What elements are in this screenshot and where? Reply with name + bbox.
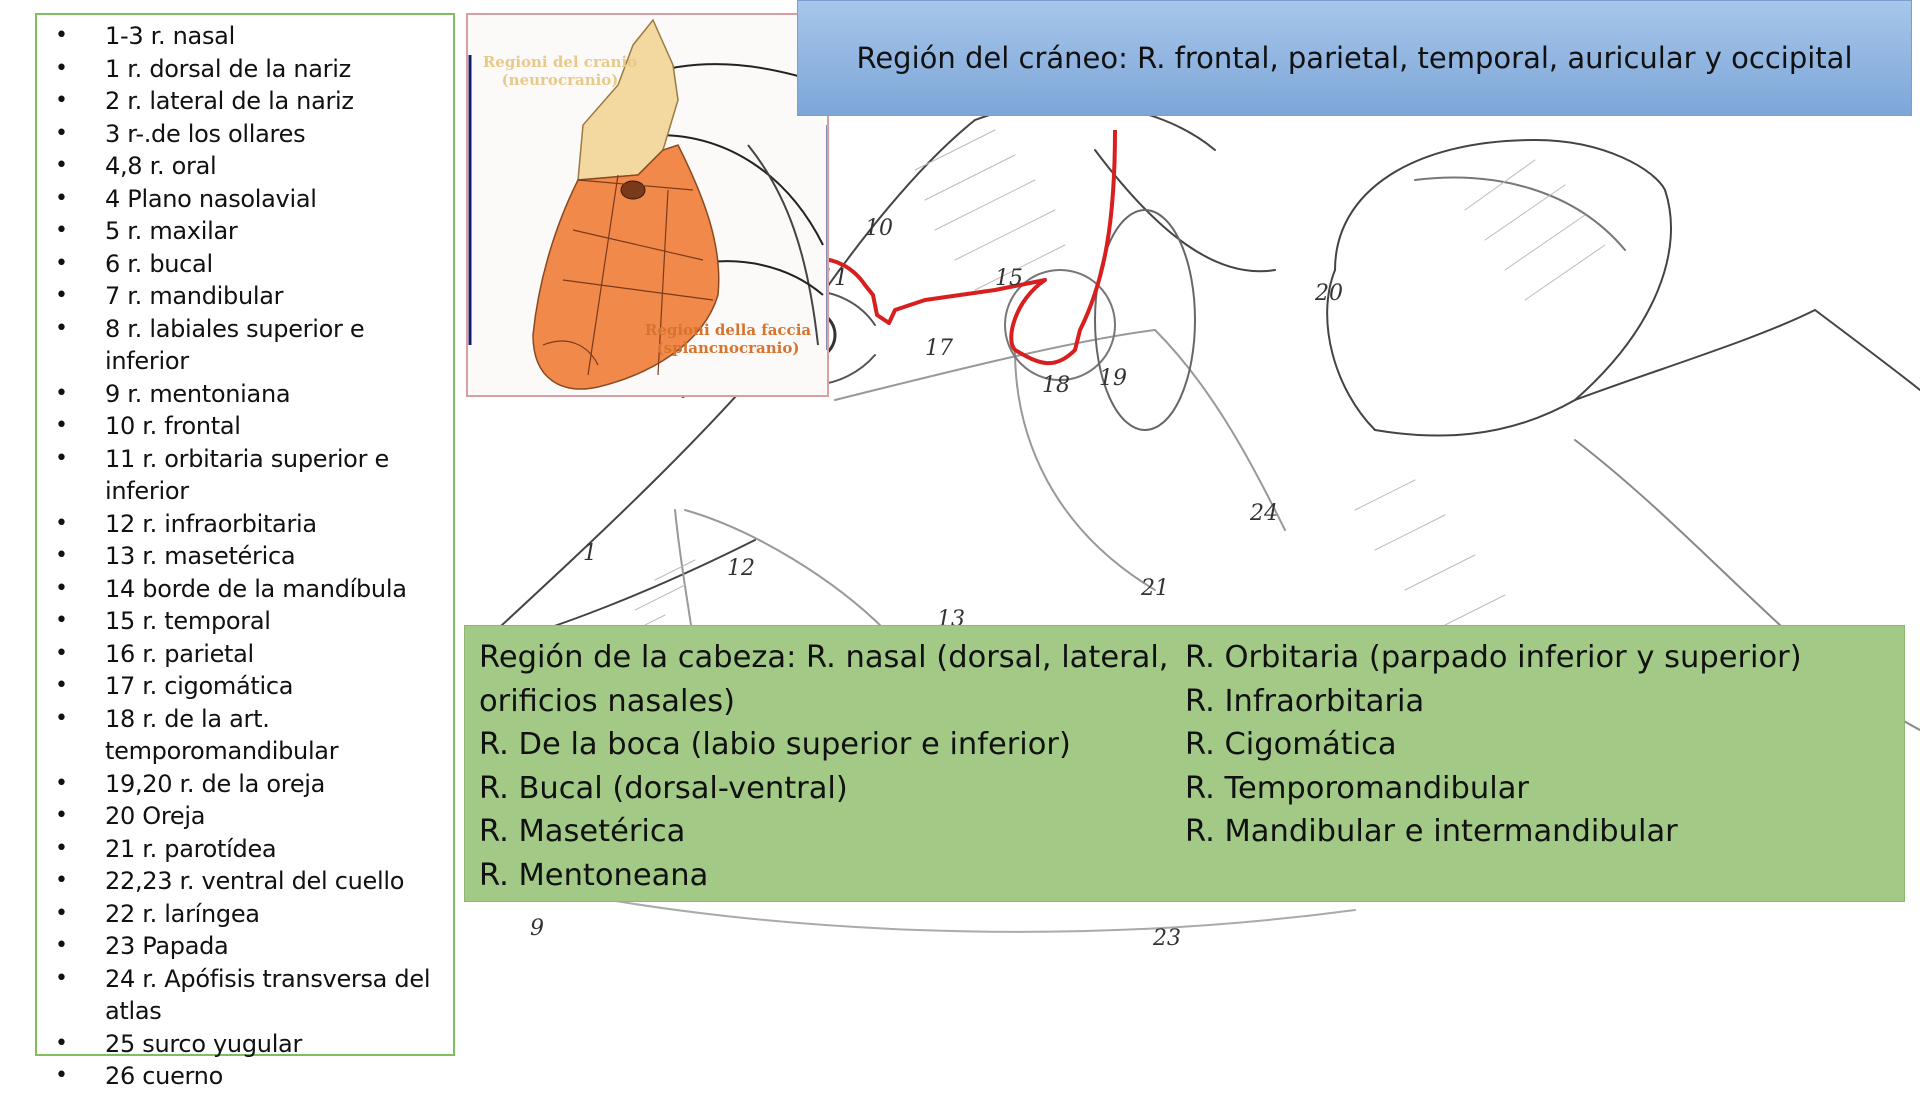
legend-item: 14 borde de la mandíbula — [47, 573, 443, 606]
summary-line: R. Mandibular e intermandibular — [1185, 814, 1678, 849]
legend-item: 4,8 r. oral — [47, 150, 443, 183]
page-title: Región del cráneo: R. frontal, parietal,… — [856, 41, 1853, 75]
legend-item: 18 r. de la art. — [47, 703, 443, 736]
legend-item: 19,20 r. de la oreja — [47, 768, 443, 801]
legend-item: 17 r. cigomática — [47, 670, 443, 703]
legend-item: 24 r. Apófisis transversa del — [47, 963, 443, 996]
inset-label-face: Regioni della faccia (splancnocranio) — [644, 321, 812, 357]
legend-item: 2 r. lateral de la nariz — [47, 85, 443, 118]
legend-item: 22 r. laríngea — [47, 898, 443, 931]
legend-item: 20 Oreja — [47, 800, 443, 833]
region-number: 10 — [865, 216, 893, 241]
summary-column-left: Región de la cabeza: R. nasal (dorsal, l… — [479, 636, 1185, 893]
summary-line: R. Bucal (dorsal-ventral) — [479, 770, 848, 806]
summary-line: Región de la cabeza: R. nasal (dorsal, l… — [479, 640, 1169, 675]
summary-line: R. Masetérica — [479, 814, 686, 849]
legend-item: 8 r. labiales superior e inferior — [47, 313, 443, 378]
summary-line: orificios nasales) — [479, 683, 736, 719]
legend-item: 26 cuerno — [47, 1060, 443, 1093]
region-number: 9 — [530, 916, 544, 941]
legend-item: 7 r. mandibular — [47, 280, 443, 313]
legend-item: 13 r. masetérica — [47, 540, 443, 573]
legend-item: 3 r-.de los ollares — [47, 118, 443, 151]
legend-item: 23 Papada — [47, 930, 443, 963]
legend-item: 10 r. frontal — [47, 410, 443, 443]
region-number: 24 — [1249, 501, 1278, 526]
region-number: 18 — [1042, 373, 1070, 398]
region-number: 15 — [995, 266, 1023, 291]
legend-item: 4 Plano nasolavial — [47, 183, 443, 216]
legend-item-continuation: inferior — [105, 477, 189, 505]
title-banner: Región del cráneo: R. frontal, parietal,… — [797, 0, 1912, 116]
summary-line: R. Temporomandibular — [1185, 770, 1529, 806]
legend-list: 1-3 r. nasal 1 r. dorsal de la nariz 2 r… — [47, 20, 443, 1093]
legend-item: 12 r. infraorbitaria — [47, 508, 443, 541]
region-number: 17 — [925, 336, 953, 361]
summary-line: R. Infraorbitaria — [1185, 683, 1425, 719]
head-regions-summary-box: Región de la cabeza: R. nasal (dorsal, l… — [464, 625, 1905, 902]
horse-head-silhouette — [468, 18, 827, 390]
legend-panel: 1-3 r. nasal 1 r. dorsal de la nariz 2 r… — [35, 13, 455, 1092]
legend-item: 1 r. dorsal de la nariz — [47, 53, 443, 86]
inset-horse-diagram: Regioni del cranio (neurocranio) Regioni… — [466, 13, 829, 397]
region-number: 20 — [1314, 281, 1343, 306]
summary-line: R. Mentoneana — [479, 857, 709, 893]
region-number: 12 — [727, 556, 755, 581]
legend-item-continuation: atlas — [105, 997, 162, 1025]
legend-item: 21 r. parotídea — [47, 833, 443, 866]
legend-item: 22,23 r. ventral del cuello — [47, 865, 443, 898]
summary-column-right: R. Orbitaria (parpado inferior y superio… — [1185, 636, 1890, 891]
region-number: 1 — [583, 541, 597, 566]
legend-item: 5 r. maxilar — [47, 215, 443, 248]
region-number: 19 — [1099, 366, 1127, 391]
legend-item: 1-3 r. nasal — [47, 20, 443, 53]
summary-line: R. Orbitaria (parpado inferior y superio… — [1185, 640, 1802, 675]
summary-line: R. Cigomática — [1185, 727, 1397, 762]
legend-item: 16 r. parietal — [47, 638, 443, 671]
inset-label-cranium: Regioni del cranio (neurocranio) — [482, 53, 638, 89]
legend-item-continuation: temporomandibular — [105, 737, 339, 765]
legend-item: 11 r. orbitaria superior e — [47, 443, 443, 476]
summary-line: R. De la boca (labio superior e inferior… — [479, 727, 1071, 762]
legend-item: 6 r. bucal — [47, 248, 443, 281]
region-number: 23 — [1152, 926, 1181, 951]
legend-item: 25 surco yugular — [47, 1028, 443, 1061]
region-number: 21 — [1140, 576, 1169, 601]
legend-item: 15 r. temporal — [47, 605, 443, 638]
legend-item: 9 r. mentoniana — [47, 378, 443, 411]
